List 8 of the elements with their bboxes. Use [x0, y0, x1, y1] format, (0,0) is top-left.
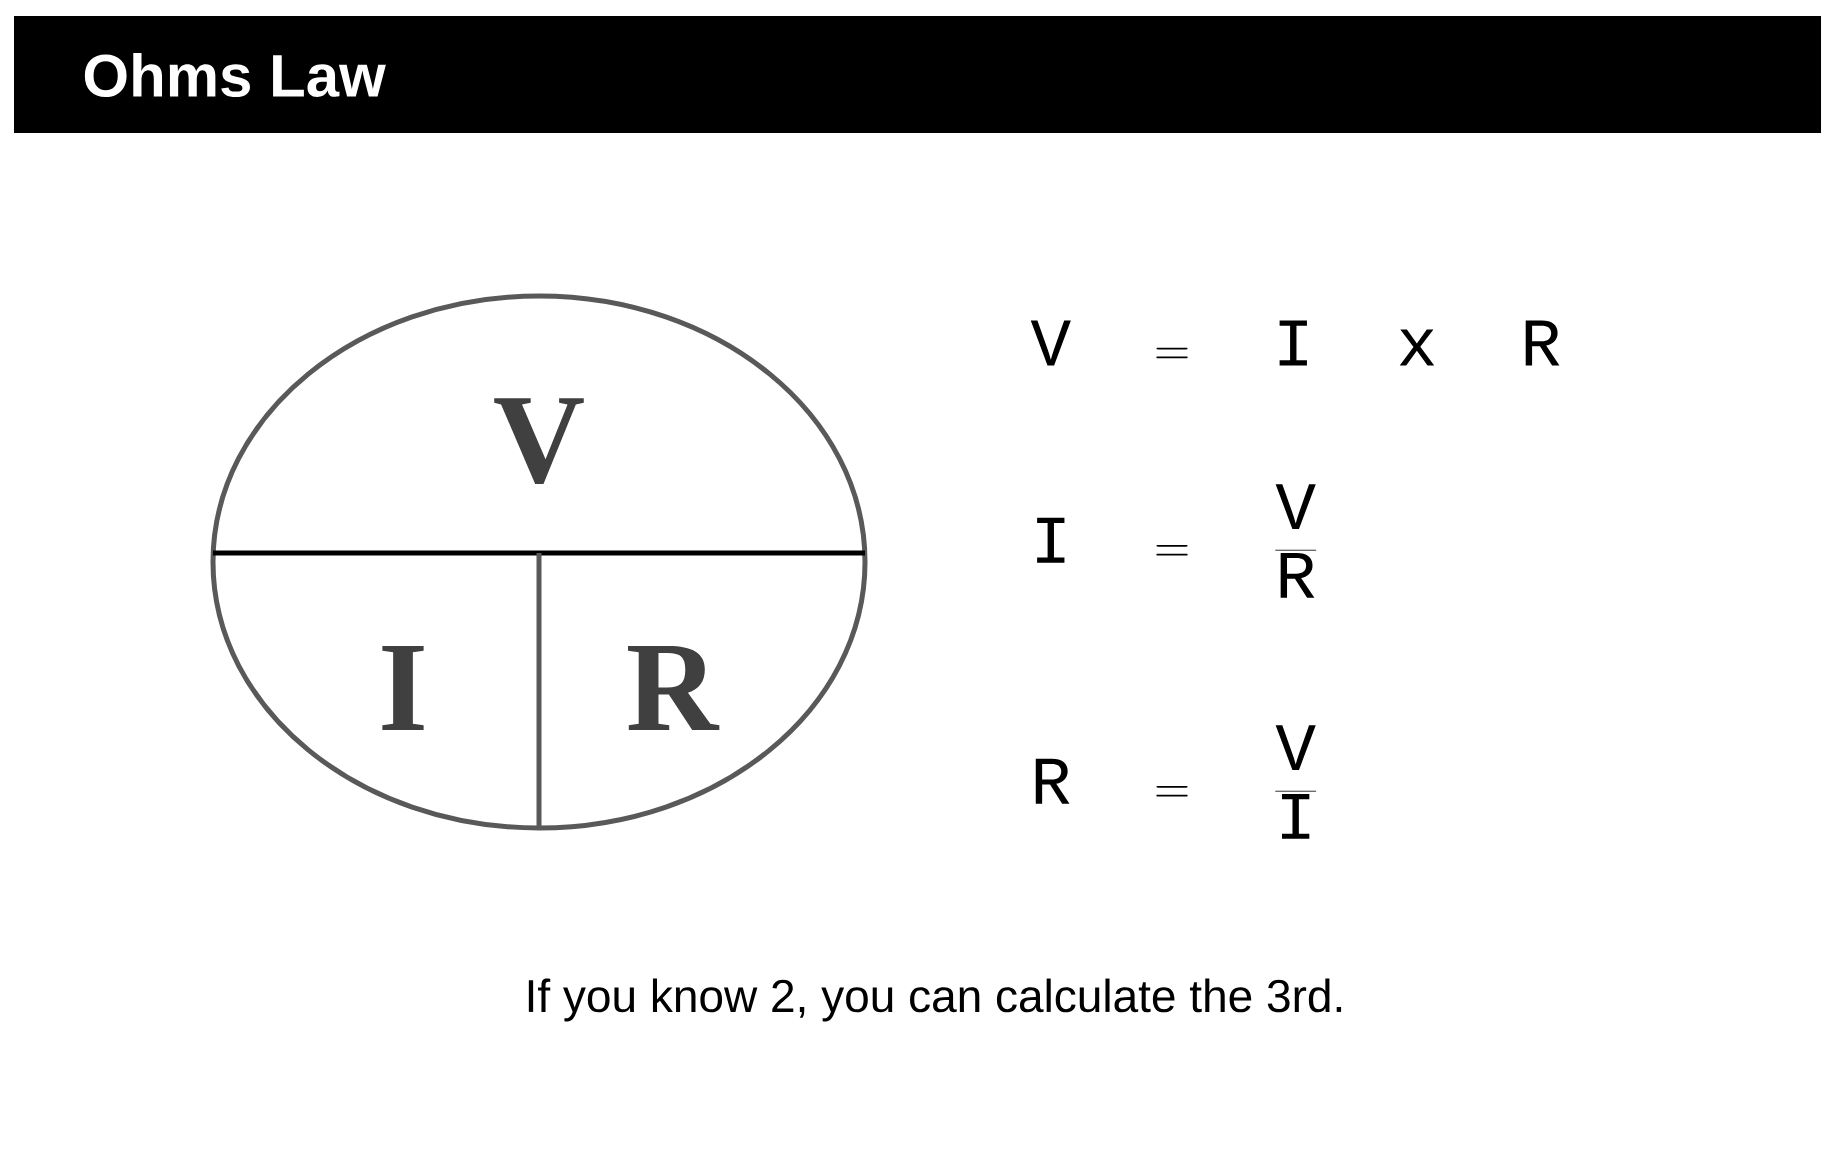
formula: $\mathtt{V} = \mathtt{I} \mathbin{\mathtt{x}} \mathtt{R}$: [1030, 320, 1560, 366]
title: Ohms Law: [84, 53, 386, 98]
caption: If you know 2, you can calculate the 3rd.: [528, 978, 1342, 1022]
formula: $\mathtt{R} = \frac{\mathtt{V}}{\mathtt{I}}$: [1035, 725, 1317, 839]
formula: $\mathtt{I} = \frac{\mathtt{V}}{\mathtt{R}}$: [1037, 484, 1317, 598]
circle-letter: R: [628, 646, 720, 730]
circle-letter: V: [494, 398, 584, 484]
circle-letter: I: [382, 646, 424, 730]
